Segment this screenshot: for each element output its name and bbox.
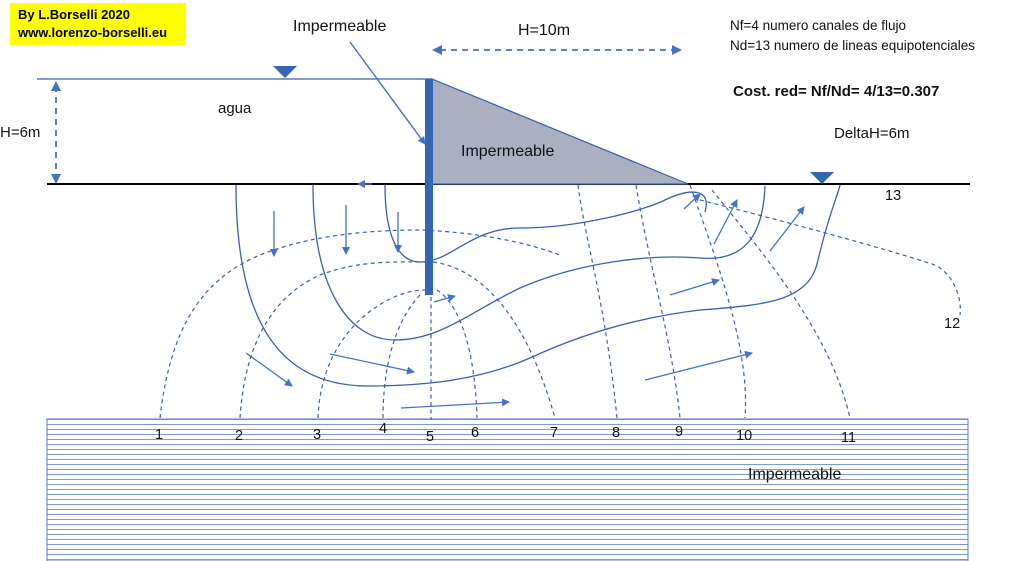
impermeable-top-label: Impermeable bbox=[293, 18, 387, 35]
equipotential-line bbox=[317, 289, 429, 419]
equipotential-number: 10 bbox=[736, 428, 753, 444]
flow-arrow-icon bbox=[433, 294, 456, 303]
equipotential-number: 7 bbox=[550, 425, 559, 441]
equipotential-lines bbox=[159, 184, 961, 420]
flow-arrow-icon bbox=[669, 278, 720, 296]
reduction-ratio-info: Cost. red= Nf/Nd= 4/13=0.307 bbox=[733, 83, 940, 100]
base-impermeable-label: Impermeable bbox=[748, 466, 842, 483]
author-website: www.lorenzo-borselli.eu bbox=[18, 25, 168, 40]
delta-h-label: DeltaH=6m bbox=[834, 125, 910, 142]
equipotential-line bbox=[239, 261, 426, 419]
flow-arrow-icon bbox=[329, 353, 415, 375]
width-label: H=10m bbox=[518, 22, 571, 39]
water-level-triangle-icon bbox=[810, 172, 834, 184]
equipotential-number: 3 bbox=[313, 427, 322, 443]
equipotential-number: 2 bbox=[235, 428, 244, 444]
dam-label: Impermeable bbox=[461, 143, 555, 160]
flow-arrow-icon bbox=[683, 193, 701, 210]
flow-arrow-icon bbox=[400, 398, 510, 409]
flow-arrow-icon bbox=[713, 199, 738, 245]
flow-line bbox=[312, 184, 766, 341]
flow-arrows bbox=[245, 180, 805, 409]
equipotential-number: 12 bbox=[944, 316, 961, 332]
flow-line bbox=[235, 184, 841, 387]
equipotential-info: Nd=13 numero de lineas equipotenciales bbox=[730, 38, 976, 53]
flow-arrow-icon bbox=[644, 350, 753, 381]
equipotential-number: 6 bbox=[471, 425, 480, 441]
impermeable-base bbox=[46, 418, 969, 561]
equipotential-number: 11 bbox=[841, 430, 857, 446]
author-credit-box: By L.Borselli 2020 www.lorenzo-borselli.… bbox=[10, 3, 186, 45]
flow-line bbox=[384, 184, 707, 263]
equipotential-line bbox=[699, 199, 961, 316]
flow-arrow-icon bbox=[769, 206, 805, 252]
equipotential-line bbox=[711, 189, 851, 419]
equipotential-number: 9 bbox=[675, 424, 684, 440]
equipotential-line bbox=[432, 261, 556, 419]
equipotential-number: 1 bbox=[155, 427, 164, 443]
dam-body bbox=[431, 78, 689, 185]
flow-lines bbox=[235, 184, 841, 387]
equipotential-line bbox=[689, 184, 747, 419]
water-level-triangle-icon bbox=[273, 66, 297, 78]
equipotential-number: 13 bbox=[885, 188, 902, 204]
label-pointer-arrow bbox=[349, 41, 426, 145]
author-name: By L.Borselli 2020 bbox=[18, 7, 130, 22]
water-label: agua bbox=[218, 100, 252, 117]
flow-arrow-icon bbox=[245, 352, 293, 387]
equipotential-line bbox=[159, 229, 561, 419]
flow-channels-info: Nf=4 numero canales de flujo bbox=[730, 18, 906, 33]
height-label: H=6m bbox=[0, 124, 41, 141]
equipotential-number: 8 bbox=[612, 425, 621, 441]
equipotential-line bbox=[436, 289, 478, 419]
sheet-pile bbox=[425, 79, 433, 295]
equipotential-line bbox=[635, 184, 681, 419]
equipotential-number: 4 bbox=[379, 421, 388, 437]
equipotential-line bbox=[382, 294, 421, 419]
equipotential-number: 5 bbox=[426, 429, 435, 445]
